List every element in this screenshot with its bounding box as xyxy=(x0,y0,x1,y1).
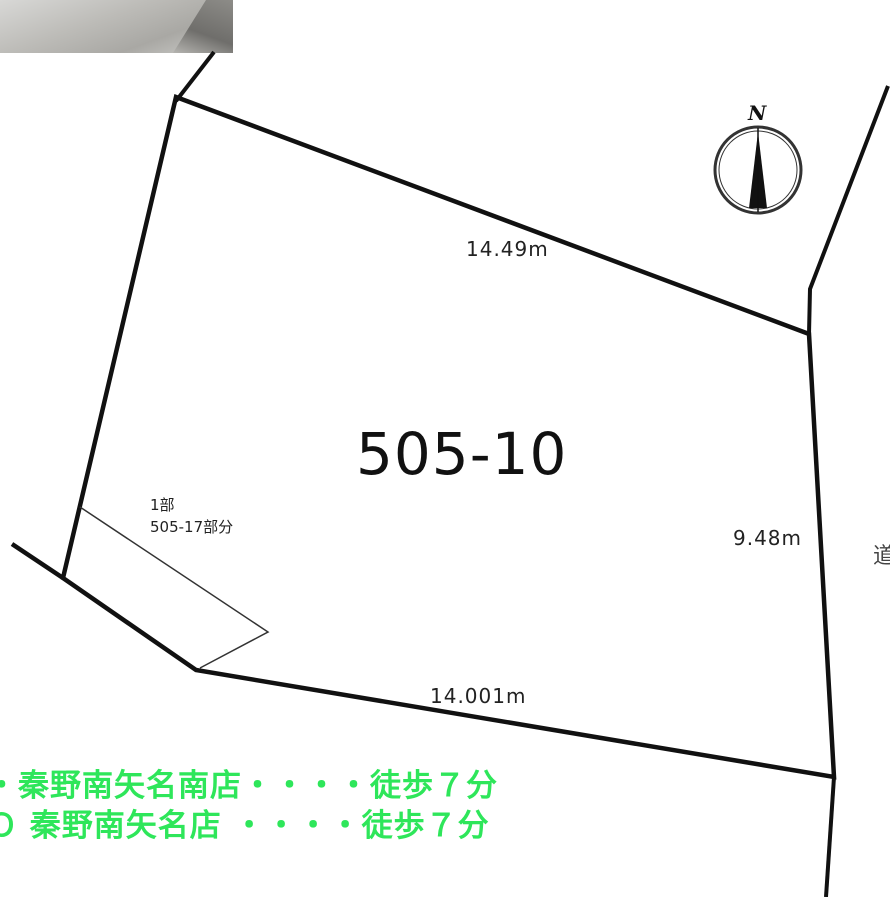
lot-boundary xyxy=(60,93,837,780)
store-distance-1: ・秦野南矢名南店・・・・徒歩７分 xyxy=(0,768,498,804)
neighbor-boundary-right xyxy=(807,85,890,335)
lot-number: 505-10 xyxy=(356,420,568,488)
dimension-right: 9.48m xyxy=(733,526,803,550)
road-edge-left xyxy=(10,542,65,580)
partial-area-label-line2: 505-17部分 xyxy=(150,518,234,536)
road-label: 道 xyxy=(873,544,890,569)
partial-area-outline xyxy=(79,506,270,669)
neighbor-boundary-top xyxy=(174,50,216,103)
store-distance-2: Ｏ 秦野南矢名店 ・・・・徒歩７分 xyxy=(0,808,490,844)
aerial-photo-fragment xyxy=(0,0,233,53)
partial-area-label-line1: 1部 xyxy=(150,496,175,514)
boundary-extension-bottom xyxy=(824,776,836,897)
dimension-bottom: 14.001m xyxy=(430,684,527,708)
compass-label: N xyxy=(747,101,767,125)
dimension-top: 14.49m xyxy=(466,237,549,261)
north-compass-icon: N xyxy=(713,101,803,215)
